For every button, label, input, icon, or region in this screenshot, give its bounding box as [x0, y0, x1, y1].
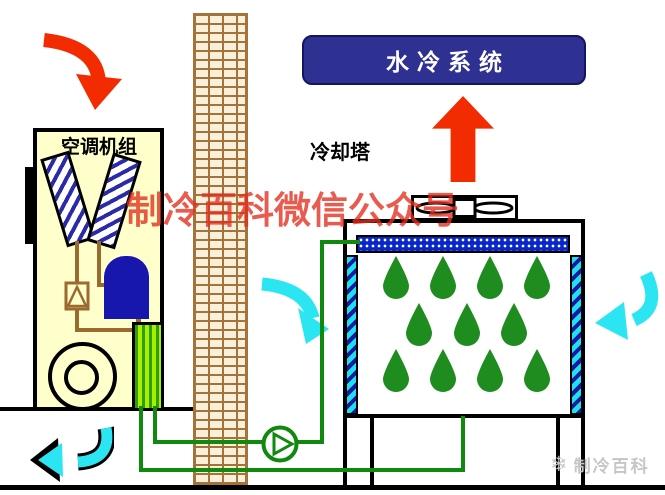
- pump-icon: [261, 425, 299, 463]
- refrigerant-pipe: [97, 241, 101, 287]
- watermark-text: 制冷百科微信公众号: [126, 191, 459, 232]
- cyan-air-arrow-right-of-tower-icon: [595, 271, 659, 340]
- tower-leg: [556, 418, 560, 486]
- cyan-exhaust-arrow-icon: [30, 426, 114, 482]
- blower-fan-hub: [64, 360, 99, 395]
- expansion-valve-icon: [64, 281, 90, 311]
- tower-louver-left: [345, 255, 358, 415]
- water-pipe-return-vertical: [153, 406, 157, 444]
- tower-leg: [581, 418, 585, 486]
- refrigerant-pipe: [97, 283, 109, 287]
- red-up-arrow-icon: [432, 96, 494, 182]
- ac-unit-label: 空调机组: [60, 137, 137, 158]
- cooling-tower-label: 冷却塔: [310, 142, 370, 164]
- spray-fill-bar: [356, 235, 570, 253]
- water-pipe-supply-horizontal: [139, 468, 465, 472]
- water-pipe-riser: [320, 240, 324, 444]
- water-pipe-basin-drop: [461, 416, 465, 472]
- tower-leg: [343, 418, 347, 486]
- water-pipe-header-feed: [320, 240, 360, 244]
- brick-wall: [193, 13, 248, 485]
- compressor: [104, 256, 149, 319]
- plate-heat-exchanger: [132, 322, 164, 411]
- refrigerant-pipe: [75, 328, 143, 332]
- tower-louver-right: [570, 255, 583, 415]
- refrigerant-pipe: [75, 241, 79, 285]
- floor-line-bottom: [0, 485, 665, 490]
- refrigerant-pipe: [75, 308, 79, 332]
- snowflake-icon: ❄: [550, 453, 568, 476]
- water-pipe-supply-vertical: [139, 406, 143, 472]
- cyan-air-arrow-left-of-tower-icon: [261, 277, 329, 344]
- ac-side-grille: [25, 167, 34, 244]
- brand-logo-text: 制冷百科: [573, 457, 650, 476]
- red-curved-arrow-icon: [43, 33, 122, 110]
- title-banner: 水冷系统: [302, 35, 586, 85]
- tower-fan-icon: [415, 198, 514, 218]
- brand-logo: ❄ 制冷百科: [550, 452, 650, 477]
- water-pipe-return-horizontal: [153, 440, 324, 444]
- tower-leg: [370, 418, 374, 486]
- tower-fan-housing: [411, 195, 518, 221]
